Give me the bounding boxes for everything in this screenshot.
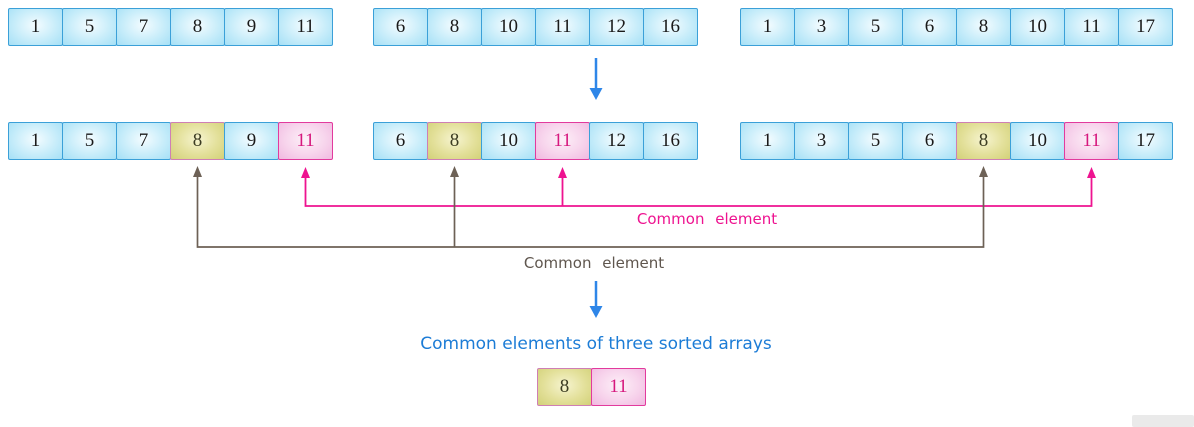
array-cell: 5 xyxy=(848,8,903,46)
array-cell-olive: 8 xyxy=(537,368,592,406)
array-cell: 5 xyxy=(62,122,117,160)
array-cell: 7 xyxy=(116,8,171,46)
array-cell-pink: 11 xyxy=(1064,122,1119,160)
common-element-8-connector xyxy=(193,166,988,248)
array-cell: 10 xyxy=(481,8,536,46)
array-cell: 11 xyxy=(1064,8,1119,46)
array-cell-pink: 11 xyxy=(535,122,590,160)
array-cell: 8 xyxy=(170,8,225,46)
array-cell-olive: 8 xyxy=(956,122,1011,160)
down-arrow-bottom-icon xyxy=(589,281,603,318)
array-cell: 6 xyxy=(902,122,957,160)
array-cell: 3 xyxy=(794,122,849,160)
array-cell: 16 xyxy=(643,8,698,46)
array-cell: 3 xyxy=(794,8,849,46)
array-cell: 7 xyxy=(116,122,171,160)
array-cell: 11 xyxy=(278,8,333,46)
array-cell: 10 xyxy=(1010,122,1065,160)
array-cell-pink: 11 xyxy=(278,122,333,160)
array-cell: 1 xyxy=(8,8,63,46)
array-cell: 10 xyxy=(481,122,536,160)
array-cell: 9 xyxy=(224,8,279,46)
array-cell: 17 xyxy=(1118,8,1173,46)
array-cell: 8 xyxy=(427,8,482,46)
down-arrow-top-icon xyxy=(589,58,603,100)
diagram-title: Common elements of three sorted arrays xyxy=(420,334,772,354)
array-cell: 1 xyxy=(8,122,63,160)
array-cell: 1 xyxy=(740,122,795,160)
array-cell: 12 xyxy=(589,8,644,46)
array-cell: 1 xyxy=(740,8,795,46)
watermark-remnant xyxy=(1132,415,1194,427)
array-cell: 17 xyxy=(1118,122,1173,160)
array-cell: 16 xyxy=(643,122,698,160)
array-cell: 6 xyxy=(902,8,957,46)
common-element-11-connector xyxy=(301,167,1096,207)
array-cell: 6 xyxy=(373,8,428,46)
array-cell: 9 xyxy=(224,122,279,160)
common-element-label-pink: Common element xyxy=(632,210,782,228)
array-cell: 5 xyxy=(848,122,903,160)
array-cell-olive: 8 xyxy=(427,122,482,160)
array-cell: 10 xyxy=(1010,8,1065,46)
array-cell: 12 xyxy=(589,122,644,160)
array-cell-olive: 8 xyxy=(170,122,225,160)
array-cell-pink: 11 xyxy=(591,368,646,406)
array-cell: 11 xyxy=(535,8,590,46)
array-cell: 5 xyxy=(62,8,117,46)
common-element-label-gray: Common element xyxy=(519,254,669,272)
array-cell: 6 xyxy=(373,122,428,160)
array-cell: 8 xyxy=(956,8,1011,46)
